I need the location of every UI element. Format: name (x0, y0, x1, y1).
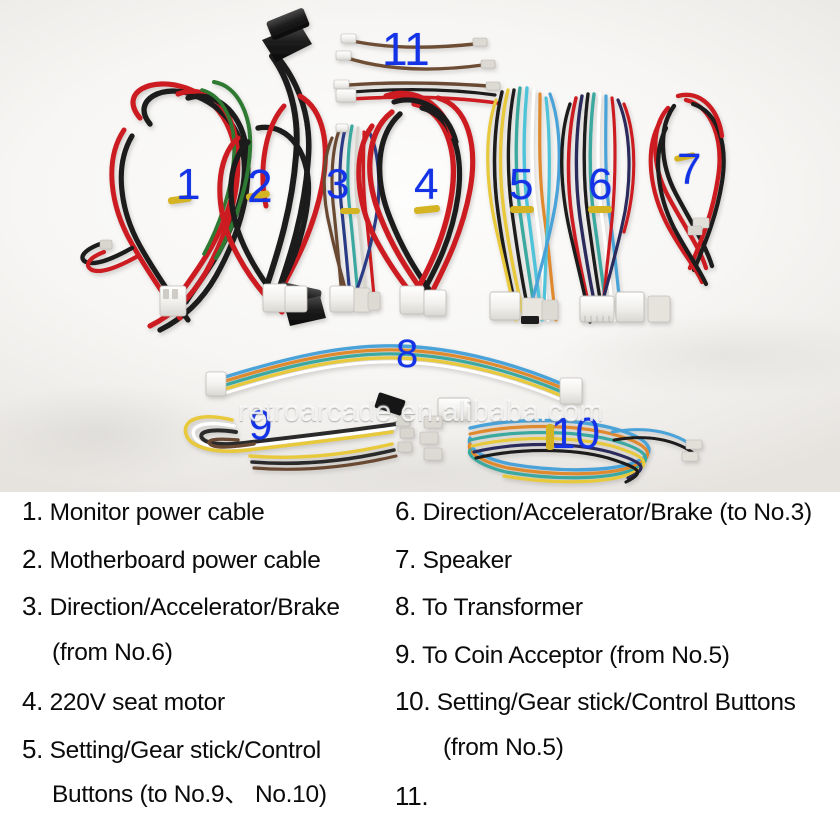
caption-number: 9. (395, 638, 417, 669)
caption-item-left-5: 4. 220V seat motor (22, 688, 225, 716)
caption-number: 6. (395, 496, 417, 526)
cable-illustration (80, 8, 726, 484)
caption-text: Speaker (416, 546, 512, 574)
callout-number-2: 2 (247, 160, 273, 212)
caption-item-right-5: 10. Setting/Gear stick/Control Buttons (395, 688, 796, 716)
caption-item-left-4: (from No.6) (52, 638, 173, 666)
caption-item-right-2: 7. Speaker (395, 546, 512, 574)
caption-item-right-4: 9. To Coin Acceptor (from No.5) (395, 641, 730, 669)
callout-number-11: 11 (382, 23, 430, 75)
caption-text: (from No.5) (443, 733, 564, 761)
bundle-7 (648, 92, 726, 287)
callout-number-3: 3 (326, 160, 350, 207)
caption-number: 10. (395, 686, 431, 716)
callout-number-6: 6 (588, 160, 613, 209)
bundle-1 (80, 80, 253, 333)
caption-text: Setting/Gear stick/Control Buttons (430, 689, 796, 716)
bundle-3 (322, 123, 381, 313)
bundle-4 (356, 90, 476, 317)
caption-number: 11. (395, 781, 429, 811)
caption-legend: 1. Monitor power cable 2. Motherboard pow… (0, 492, 840, 840)
bundle-2 (217, 8, 328, 326)
caption-number: 3. (22, 591, 44, 621)
caption-text: 220V seat motor (43, 689, 226, 716)
caption-item-right-1: 6. Direction/Accelerator/Brake (to No.3) (395, 498, 812, 526)
caption-item-left-3: 3. Direction/Accelerator/Brake (22, 593, 340, 621)
bundle-5 (486, 86, 561, 324)
caption-number: 7. (395, 543, 417, 574)
caption-number: 5. (22, 733, 44, 764)
callout-number-7: 7 (677, 145, 702, 194)
caption-number: 2. (22, 543, 44, 574)
callout-number-10: 10 (551, 409, 600, 458)
caption-text: Monitor power cable (43, 499, 265, 526)
caption-text: Motherboard power cable (43, 546, 321, 574)
caption-item-right-3: 8. To Transformer (395, 593, 583, 621)
caption-number: 8. (395, 591, 417, 621)
caption-text: To Coin Acceptor (from No.5) (416, 641, 730, 669)
caption-item-right-6: (from No.5) (443, 733, 564, 761)
bundle-9 (183, 392, 415, 471)
bundle-10 (419, 397, 703, 484)
bundle-6 (560, 92, 671, 324)
caption-text: Direction/Accelerator/Brake (to No.3) (416, 499, 813, 526)
caption-number: 4. (22, 686, 44, 716)
callout-number-5: 5 (509, 160, 534, 209)
callout-number-1: 1 (176, 160, 201, 209)
caption-text: To Transformer (416, 594, 583, 621)
bundle-8 (205, 344, 583, 405)
callout-number-4: 4 (414, 160, 439, 209)
caption-text: Direction/Accelerator/Brake (43, 594, 340, 621)
callout-number-8: 8 (396, 332, 419, 376)
callout-number-9: 9 (249, 401, 273, 448)
caption-item-left-6: 5. Setting/Gear stick/Control (22, 736, 321, 764)
caption-number: 1. (22, 496, 44, 526)
caption-text: Buttons (to No.9、 No.10) (52, 781, 327, 808)
caption-item-left-7: Buttons (to No.9、 No.10) (52, 781, 327, 808)
caption-item-right-7: 11. (395, 781, 429, 811)
caption-item-left-1: 1. Monitor power cable (22, 498, 265, 526)
bundle-11 (333, 33, 501, 105)
caption-item-left-2: 2. Motherboard power cable (22, 546, 321, 574)
caption-text: (from No.6) (52, 638, 173, 666)
caption-text: Setting/Gear stick/Control (43, 736, 322, 764)
